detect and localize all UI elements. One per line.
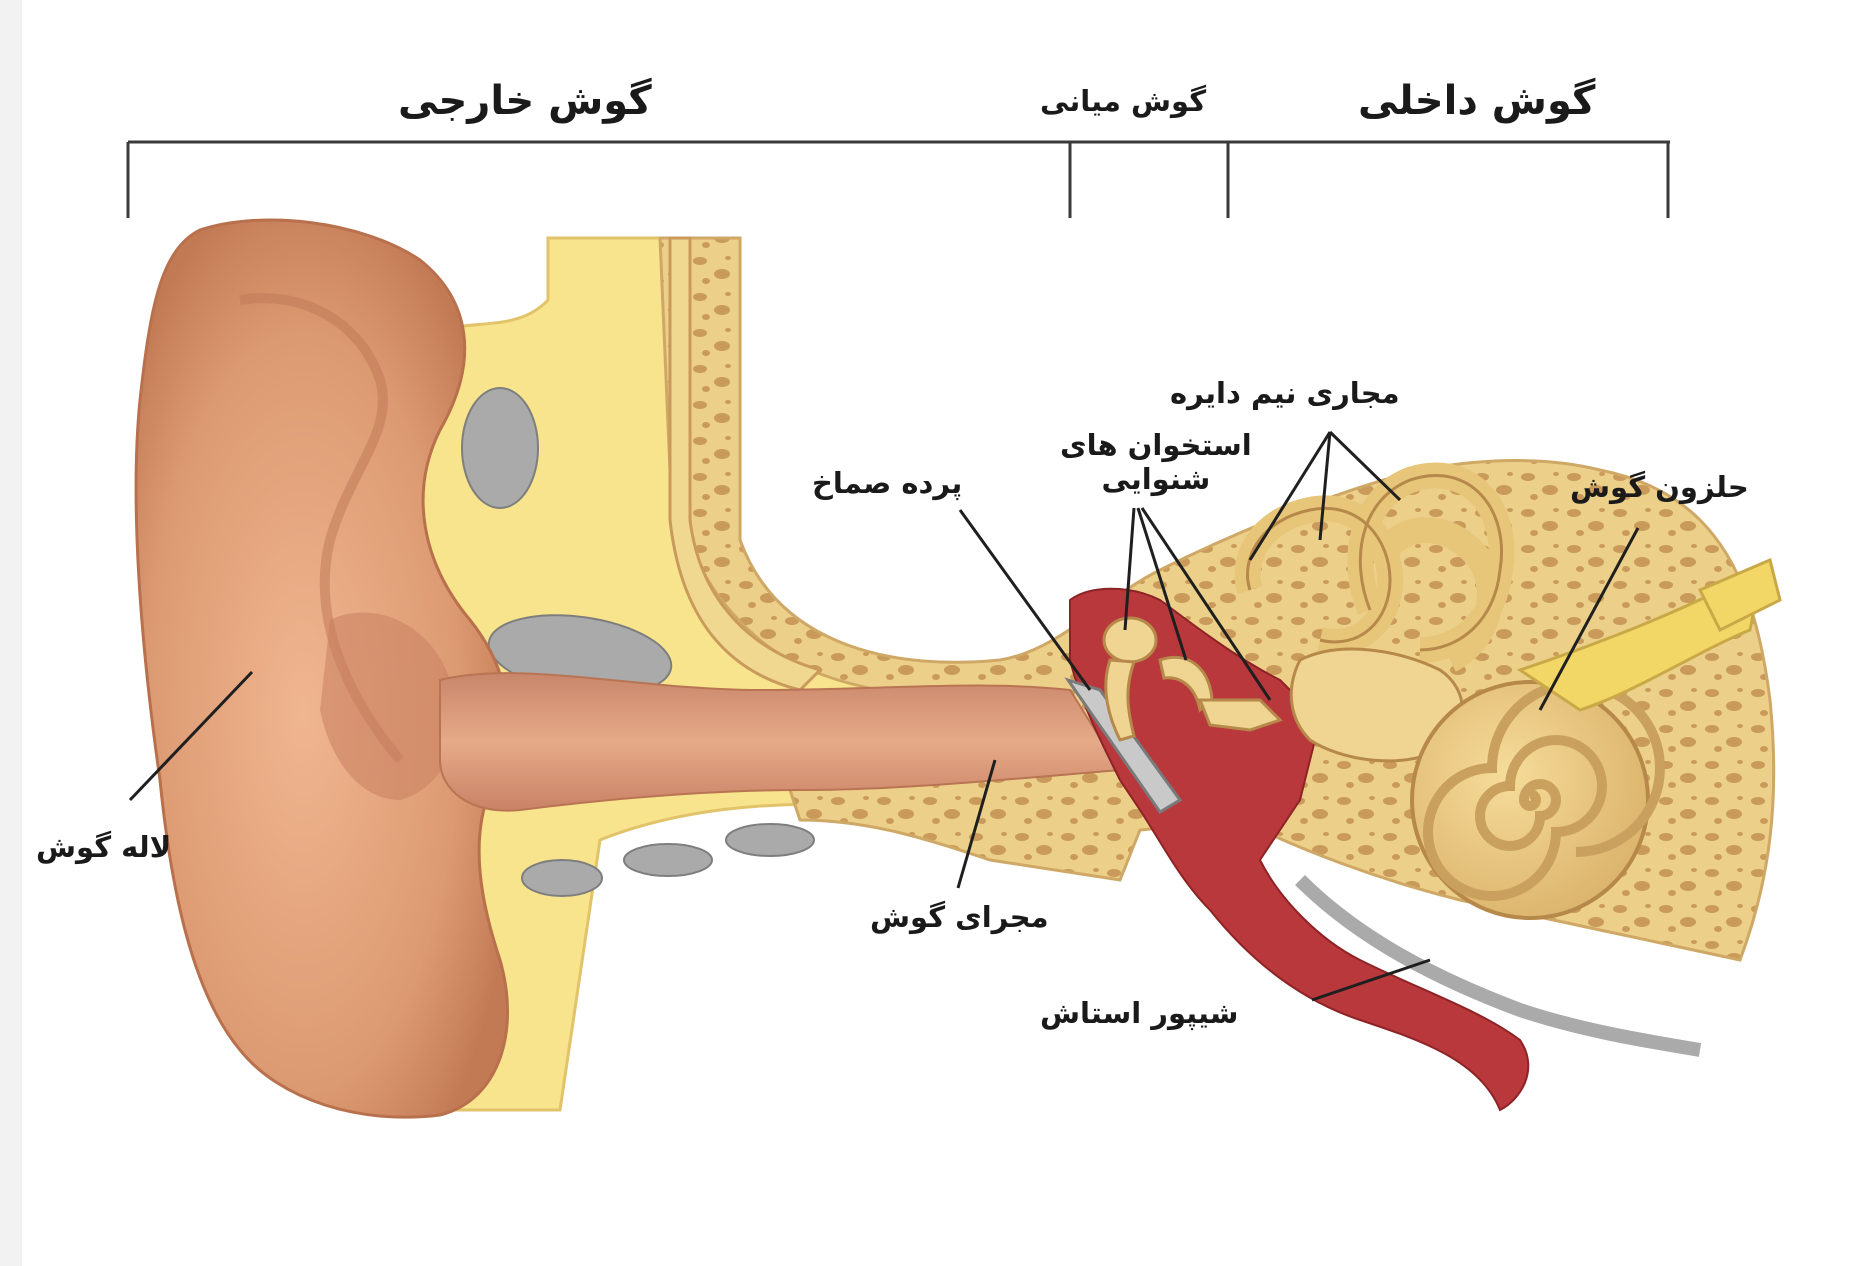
header-outer-ear: گوش خارجی (398, 78, 652, 124)
label-eustachian-tube: شیپور استاش (1040, 996, 1238, 1030)
label-ossicles: استخوان های شنوایی (1060, 428, 1252, 496)
label-ear-canal: مجرای گوش (870, 900, 1049, 934)
label-pinna: لاله گوش (36, 830, 171, 864)
label-ossicles-line2: شنوایی (1060, 462, 1252, 496)
pinna-shape (136, 220, 507, 1117)
header-inner-ear: گوش داخلی (1358, 78, 1595, 124)
label-ossicles-line1: استخوان های (1060, 428, 1252, 462)
label-eardrum: پرده صماخ (812, 466, 962, 500)
division-brackets (128, 142, 1670, 218)
label-cochlea: حلزون گوش (1570, 470, 1749, 504)
label-semicircular-canals: مجاری نیم دایره (1170, 376, 1400, 410)
header-middle-ear: گوش میانی (1040, 84, 1206, 118)
